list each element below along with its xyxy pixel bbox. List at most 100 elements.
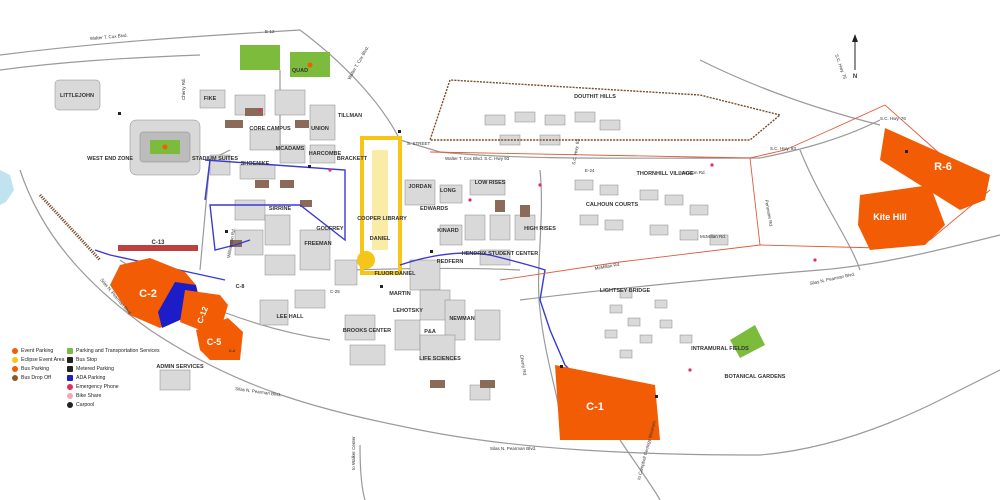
label-brooks-center: BROOKS CENTER (343, 328, 391, 334)
legend-label: Bus Drop Off (21, 375, 51, 381)
label-littlejohn: LITTLEJOHN (60, 93, 94, 99)
label-sirrine: SIRRINE (269, 206, 292, 212)
label-lehotsky: LEHOTSKY (393, 308, 423, 314)
road-williamson: Williamson Rd. (226, 228, 236, 258)
lot-label-c2-small: C-2 (229, 348, 236, 353)
event-parking-icon (12, 348, 18, 354)
legend-item: Bike Share (67, 393, 101, 399)
road-c25: C-25 (330, 289, 340, 294)
road-cherry: Cherry Rd. (519, 354, 528, 376)
buildings (54, 79, 729, 401)
label-botanical-gardens: BOTANICAL GARDENS (725, 374, 786, 380)
road-sc76-b: S.C. Hwy. 76 (880, 116, 906, 121)
legend-label: Bus Stop (76, 357, 98, 363)
legend-item: Eclipse Event Area (12, 357, 65, 363)
road-s-street: S. STREET (407, 141, 431, 146)
lot-r6-shape (880, 128, 990, 210)
label-long: LONG (440, 188, 456, 194)
rail-line (38, 79, 782, 262)
label-freeman: FREEMAN (304, 241, 331, 247)
road-sc93-east: S.C. Hwy. 93 (770, 146, 796, 151)
lot-label-r6: R-6 (934, 161, 952, 173)
north-arrow: N (852, 34, 858, 80)
label-high-rises: HIGH RISES (524, 226, 556, 232)
legend-label: Event Parking (21, 348, 54, 354)
emergency-phone-markers (258, 108, 817, 372)
label-pa: P&A (424, 329, 436, 335)
stadium (139, 131, 191, 163)
legend-item: ADA Parking (67, 375, 105, 381)
lot-label-c2: C-2 (139, 288, 157, 300)
road-walter-cox-right: Walter T. Cox Blvd. S.C. Hwy 93 (445, 156, 510, 161)
label-harcombe: HARCOMBE (309, 151, 342, 157)
bus-parking-icon (12, 366, 18, 372)
label-admin-services: ADMIN SERVICES (156, 364, 204, 370)
road-to-walker: to Walker Center (351, 436, 356, 470)
legend-label: ADA Parking (76, 375, 106, 381)
lot-kite-shape (858, 185, 945, 250)
legend-item: Emergency Phone (67, 384, 119, 390)
road-sc76: S.C. Hwy. 76 (834, 54, 848, 81)
legend-item: Parking and Transportation Services (67, 348, 160, 354)
label-core-campus: CORE CAMPUS (249, 126, 291, 132)
road-mcmillan: McMillan Rd. (594, 262, 620, 271)
red-route (429, 104, 991, 281)
legend-label: Metered Parking (76, 366, 115, 372)
legend-label: Emergency Phone (76, 384, 119, 390)
eclipse-area-icon (12, 357, 18, 363)
legend-label: Carpool (76, 402, 95, 408)
road-cherry-b: Cherry Rd. (181, 78, 186, 100)
lot-c5-shape (196, 318, 243, 360)
label-newman: NEWMAN (449, 316, 474, 322)
label-life-sciences: LIFE SCIENCES (419, 356, 461, 362)
road-e24: E-24 (585, 168, 595, 173)
road-silas-right: Silas N. Pearman Blvd. (809, 271, 855, 286)
label-jordan: JORDAN (408, 184, 431, 190)
lot-c12-shape (180, 290, 228, 330)
north-label: N (853, 74, 857, 80)
label-mcadams: MCADAMS (276, 146, 305, 152)
road-mcmillan-b: McMillan Rd. (700, 234, 726, 239)
label-shoenike: SHOENIKE (241, 161, 270, 167)
bus-stop-icon (67, 357, 73, 363)
metered-parking-icon (67, 366, 73, 372)
label-fluor-daniel: FLUOR DANIEL (375, 271, 417, 277)
event-parking-lots (110, 128, 990, 440)
legend-item: Carpool (67, 402, 94, 408)
label-lightsey-bridge: LIGHTSEY BRIDGE (600, 288, 651, 294)
legend-label: Parking and Transportation Services (76, 348, 160, 354)
lot-label-c13: C-13 (151, 240, 165, 246)
bike-share-icon (67, 393, 73, 399)
pts-icon (67, 348, 73, 354)
label-martin: MARTIN (389, 291, 410, 297)
road-silas-bottom: Silas N. Pearman Blvd. (235, 386, 282, 397)
carpool-icon (67, 402, 73, 408)
label-godfrey: GODFREY (316, 226, 344, 232)
lot-labels: C-2 C-12 C-5 C-13 C-1 R-6 Kite Hill C-8 … (139, 161, 952, 413)
lot-label-c8: C-8 (236, 284, 245, 290)
road-perimeter: Perimeter Rd. (764, 199, 774, 227)
lot-label-c1: C-1 (586, 401, 604, 413)
label-calhoun-courts: CALHOUN COURTS (586, 202, 639, 208)
lot-c1-shape (555, 365, 660, 440)
road-silas-bottom2: Silas N. Pearman Blvd. (490, 446, 536, 451)
road-walter-cox-mid: Walter T. Cox Blvd. (347, 45, 370, 80)
label-cooper-library: COOPER LIBRARY (357, 216, 407, 222)
label-lee-hall: LEE HALL (277, 314, 305, 320)
lot-label-kite: Kite Hill (873, 212, 907, 222)
label-quad: QUAD (292, 68, 308, 74)
label-intramural-fields: INTRAMURAL FIELDS (691, 346, 749, 352)
road-morrison: Morrison Rd. (680, 170, 706, 175)
emergency-phone-icon (67, 384, 73, 390)
legend-label: Bike Share (76, 393, 102, 399)
label-tillman: TILLMAN (338, 113, 362, 119)
road-walter-cox-top: Walter T. Cox Blvd. (90, 33, 128, 41)
map-legend: Event Parking Eclipse Event Area Bus Par… (12, 348, 212, 420)
label-union: UNION (311, 126, 329, 132)
legend-label: Bus Parking (21, 366, 49, 372)
legend-item: Bus Stop (67, 357, 97, 363)
eclipse-event-area (357, 136, 402, 275)
legend-item: Bus Parking (12, 366, 49, 372)
lot-c13-shape (118, 245, 198, 251)
